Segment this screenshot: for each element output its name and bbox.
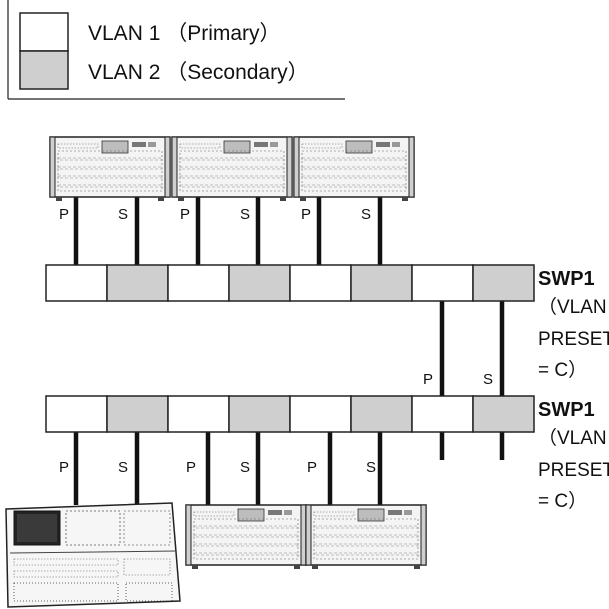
legend-secondary-swatch — [19, 50, 69, 90]
switch-1-port-6 — [350, 264, 413, 302]
switch-2-preset-line-1: （VLAN — [538, 427, 607, 449]
port-label-p: P — [186, 459, 196, 476]
switch-1-port-7 — [411, 264, 474, 302]
switch-2-port-2 — [106, 395, 169, 433]
port-label-s: S — [240, 459, 250, 476]
io-rack-icon — [185, 504, 307, 570]
port-label-s: S — [240, 206, 250, 223]
switch-1-name: SWP1 — [538, 268, 595, 290]
switch-1-port-5 — [289, 264, 352, 302]
port-label-s: S — [118, 459, 128, 476]
switch-2-port-7 — [411, 395, 474, 433]
io-rack-icon — [293, 136, 415, 202]
switch-2-name: SWP1 — [538, 399, 595, 421]
switch-2-preset-line-2: PRESET — [538, 460, 609, 481]
port-label-p: P — [59, 206, 69, 223]
cable-labels: P S P S P S P S P S P S P S — [59, 206, 493, 476]
legend-primary-label: VLAN 1 （Primary） — [88, 22, 281, 45]
port-label-s: S — [483, 371, 493, 388]
switch-1-port-2 — [106, 264, 169, 302]
switch-1-preset-line-3: = C） — [538, 359, 587, 381]
switch-1-port-8 — [472, 264, 535, 302]
port-label-s: S — [361, 206, 371, 223]
port-label-p: P — [301, 206, 311, 223]
port-label-p: P — [180, 206, 190, 223]
switch-2-port-4 — [228, 395, 291, 433]
switch-2 — [45, 395, 535, 433]
switch-1-port-3 — [167, 264, 230, 302]
switch-2-port-8 — [472, 395, 535, 433]
switch-1-port-1 — [45, 264, 108, 302]
port-label-p: P — [307, 459, 317, 476]
mixing-console-icon — [5, 502, 181, 608]
port-label-s: S — [118, 206, 128, 223]
legend: VLAN 1 （Primary） VLAN 2 （Secondary） — [7, 0, 345, 100]
io-rack-icon — [171, 136, 293, 202]
switch-1-preset-line-1: （VLAN — [538, 296, 607, 318]
switch-2-port-5 — [289, 395, 352, 433]
port-label-p: P — [423, 371, 433, 388]
switch-2-label: SWP1 （VLAN PRESET = C） — [538, 399, 609, 512]
switch-2-port-3 — [167, 395, 230, 433]
switch-1-preset-line-2: PRESET — [538, 329, 609, 350]
port-label-p: P — [59, 459, 69, 476]
port-label-s: S — [366, 459, 376, 476]
legend-secondary-label: VLAN 2 （Secondary） — [88, 61, 309, 84]
legend-primary-swatch — [19, 12, 69, 52]
io-rack-icon — [49, 136, 171, 202]
switch-2-port-6 — [350, 395, 413, 433]
switch-1-port-4 — [228, 264, 291, 302]
switch-1-label: SWP1 （VLAN PRESET = C） — [538, 268, 609, 381]
switch-2-port-1 — [45, 395, 108, 433]
io-rack-icon — [305, 504, 427, 570]
switch-2-preset-line-3: = C） — [538, 490, 587, 512]
cables — [73, 196, 505, 507]
switch-1 — [45, 264, 535, 302]
